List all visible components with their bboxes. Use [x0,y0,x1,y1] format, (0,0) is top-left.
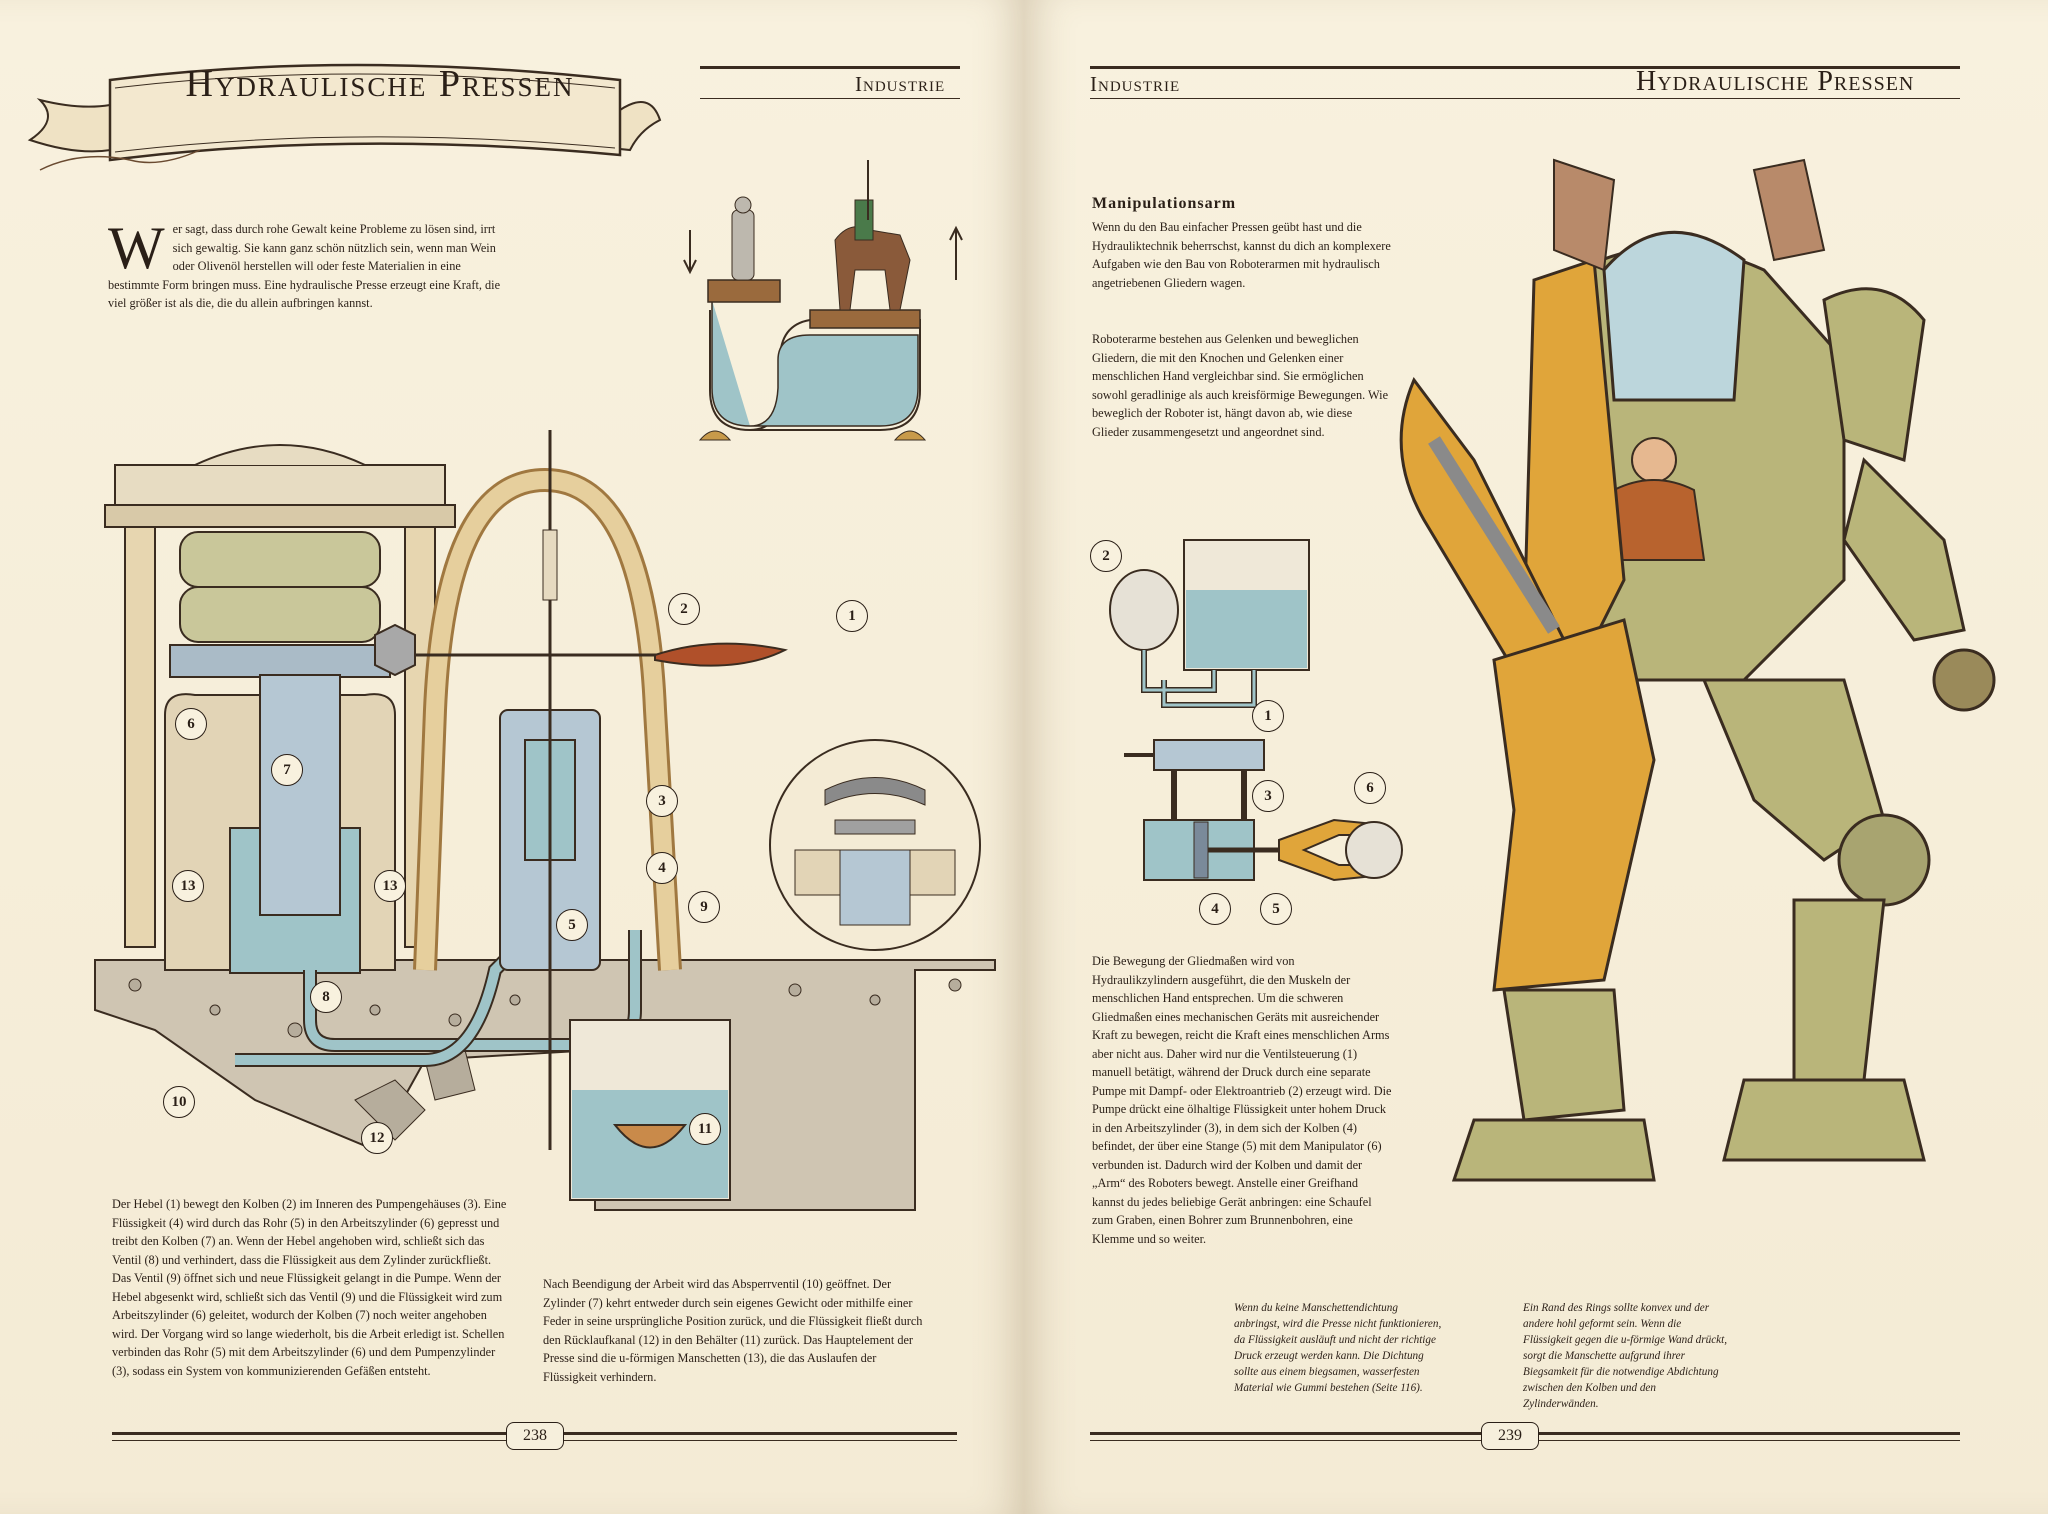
intro-text: er sagt, dass durch rohe Gewalt keine Pr… [108,222,501,310]
label-badge-5: 5 [556,909,588,941]
paragraph-3: Die Bewegung der Gliedmaßen wird von Hyd… [1092,954,1392,1246]
schematic-badge-2: 2 [1090,540,1122,572]
body-text-right: Nach Beendigung der Arbeit wird das Absp… [543,1277,923,1384]
title-ribbon-icon [27,63,662,171]
header-label: Industrie [1090,72,1181,96]
paragraph-2: Roboterarme bestehen aus Gelenken und be… [1092,332,1389,439]
page-number: 238 [506,1422,564,1450]
schematic-badge-5: 5 [1260,893,1292,925]
paragraph-1: Wenn du den Bau einfacher Pressen geübt … [1092,220,1391,290]
caption-right: Ein Rand des Rings sollte konvex und der… [1523,1302,1728,1410]
intro-paragraph: W er sagt, dass durch rohe Gewalt keine … [108,215,508,313]
caption-left: Wenn du keine Manschettendichtung anbrin… [1234,1302,1442,1394]
header-rule [1090,66,1960,69]
header-title: Hydraulische Pressen [1636,66,1915,97]
label-badge-13-left: 13 [172,870,204,902]
section-title: Manipulationsarm [1092,195,1237,212]
schematic-badge-6: 6 [1354,772,1386,804]
label-badge-12: 12 [361,1122,393,1154]
header-label: Industrie [855,72,946,96]
manipulator-schematic [1109,539,1403,882]
header-rule [700,66,960,69]
label-badge-7: 7 [271,754,303,786]
communicating-vessels-illustration [683,160,963,441]
label-badge-1: 1 [836,600,868,632]
label-badge-6: 6 [175,708,207,740]
schematic-badge-4: 4 [1199,893,1231,925]
label-badge-8: 8 [310,981,342,1013]
left-page: Hydraulische Pressen Industrie W er sagt… [0,0,1024,1514]
label-badge-4: 4 [646,852,678,884]
label-badge-9: 9 [688,891,720,923]
schematic-badge-3: 3 [1252,780,1284,812]
label-badge-2: 2 [668,593,700,625]
page-number: 239 [1481,1422,1539,1450]
dropcap: W [108,215,165,281]
banner-title: Hydraulische Pressen [185,63,575,105]
hydraulic-press-illustration [94,430,996,1211]
schematic-badge-1: 1 [1252,700,1284,732]
label-badge-10: 10 [163,1086,195,1118]
label-badge-11: 11 [689,1113,721,1145]
label-badge-13-right: 13 [374,870,406,902]
header-rule-thin [700,98,960,99]
right-page: Industrie Hydraulische Pressen Manipulat… [1024,0,2048,1514]
body-text-left: Der Hebel (1) bewegt den Kolben (2) im I… [112,1197,507,1378]
header-rule-thin [1090,98,1960,99]
label-badge-3: 3 [646,785,678,817]
robot-mech-illustration [1399,158,1996,1182]
